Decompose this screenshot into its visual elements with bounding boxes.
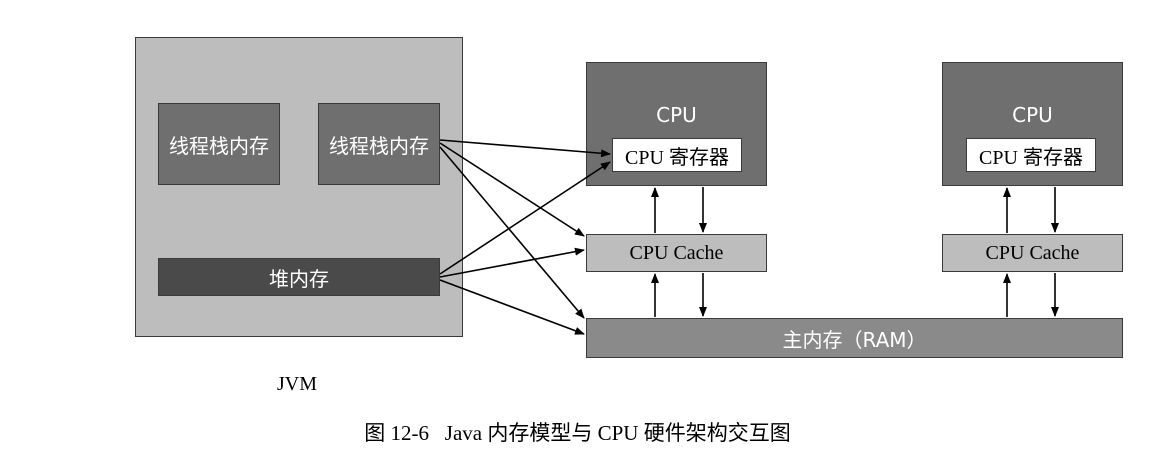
figure-caption: 图 12-6 Java 内存模型与 CPU 硬件架构交互图 [364,421,791,445]
cpu-right-register: CPU 寄存器 [966,138,1096,172]
arrow-stack-to-cache [439,142,585,237]
heap-memory: 堆内存 [158,258,440,296]
arrow-heap-to-cache [439,247,585,278]
cpu-left-title: CPU [656,103,697,127]
cpu-right-title: CPU [1012,103,1053,127]
cpu-left-cache: CPU Cache [586,234,767,272]
thread-stack-memory-1: 线程栈内存 [158,103,280,185]
main-memory-ram: 主内存（RAM） [586,318,1123,358]
cpu-right-cache: CPU Cache [942,234,1123,272]
jvm-label: JVM [277,373,318,395]
arrow-heap-to-ram [439,279,585,335]
arrow-stack-to-register [439,139,611,158]
arrow-stack-to-ram [439,146,585,319]
arrow-heap-to-register [439,161,611,275]
cpu-left-register: CPU 寄存器 [612,138,742,172]
thread-stack-memory-2: 线程栈内存 [318,103,440,185]
